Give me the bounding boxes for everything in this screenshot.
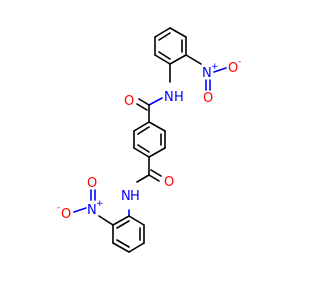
nitro-oxygen-top-down: O (203, 91, 213, 106)
bond (154, 27, 171, 38)
bond (158, 32, 171, 41)
bond (133, 147, 150, 158)
bond (138, 98, 150, 106)
central-benzene-ring (133, 121, 166, 158)
nitro-nitrogen-top: N (202, 66, 212, 81)
bond (137, 126, 150, 135)
amide-hydrogen-top: H (174, 90, 184, 105)
bond (136, 174, 150, 183)
bond (133, 121, 150, 132)
bond (150, 169, 162, 177)
bond (112, 242, 130, 253)
carbonyl-oxygen-bottom: O (164, 175, 174, 190)
nitro-oxygen-top-right: O (228, 61, 238, 76)
bond (213, 67, 227, 73)
bond (116, 220, 130, 229)
bond (98, 215, 114, 226)
bond (148, 121, 166, 132)
bond (169, 27, 187, 38)
bond (169, 54, 187, 65)
bond (128, 242, 145, 253)
bond (154, 54, 171, 65)
nitro-nitrogen-bottom-charge: + (96, 199, 104, 209)
molecule-structure: O N H N + O - O O N H N + O - O (57, 27, 241, 253)
bond (137, 144, 150, 153)
nitro-oxygen-bottom-left-charge: - (57, 203, 60, 213)
bond (185, 54, 202, 65)
bond (148, 174, 160, 182)
bottom-amide-linker (128, 156, 162, 217)
nitro-oxygen-top-right-charge: - (238, 57, 241, 67)
bond (116, 239, 130, 248)
bottom-nitro-group (73, 189, 114, 226)
amide-nitrogen-bottom: N (121, 189, 131, 204)
carbonyl-oxygen-top: O (124, 94, 134, 109)
bond (73, 207, 87, 213)
top-amide-linker (136, 63, 171, 123)
nitro-oxygen-bottom-left: O (61, 207, 71, 222)
bond (148, 147, 166, 158)
amide-nitrogen-top: N (164, 90, 174, 105)
nitro-nitrogen-bottom: N (87, 203, 97, 218)
bottom-nitrophenyl-ring (112, 215, 145, 253)
amide-hydrogen-bottom: H (130, 189, 140, 204)
bond (158, 51, 171, 60)
bond (148, 97, 163, 106)
top-nitro-group (185, 54, 227, 91)
top-nitrophenyl-ring (154, 27, 187, 65)
bond (136, 103, 148, 111)
nitro-oxygen-bottom-up: O (87, 176, 97, 191)
bond (112, 215, 130, 226)
bond (128, 215, 145, 226)
nitro-nitrogen-top-charge: + (211, 62, 219, 72)
